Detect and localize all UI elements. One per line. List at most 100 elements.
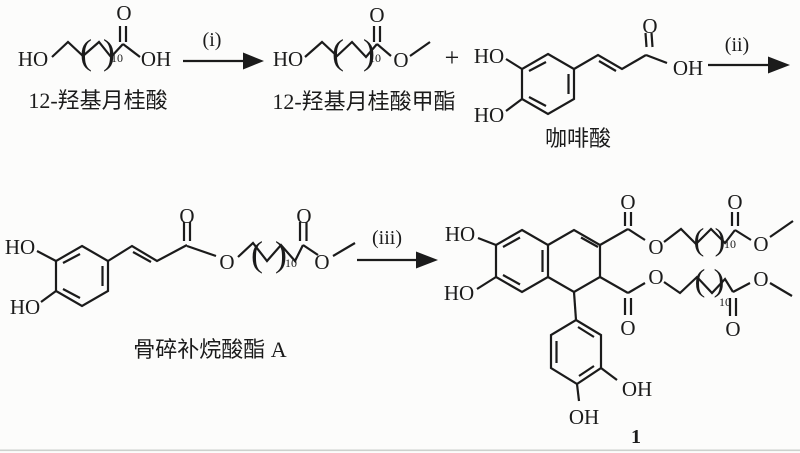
arrow-head bbox=[243, 52, 264, 70]
ester-oxygen-label: O bbox=[648, 265, 663, 289]
lower-carbonyl-double-bond bbox=[623, 298, 633, 315]
ester-oxygen-label: O bbox=[648, 235, 663, 259]
hydroxyl-label: HO bbox=[474, 44, 504, 68]
bond-ho-bottom bbox=[40, 290, 57, 303]
lower-carbonyl2-double-bond bbox=[728, 298, 738, 316]
oxygen-label: O bbox=[642, 14, 657, 38]
arrow-head bbox=[768, 56, 790, 74]
ester-oxygen-label: O bbox=[219, 250, 234, 274]
compound-number: 1 bbox=[631, 426, 641, 448]
repeat-paren-open: ( bbox=[251, 234, 263, 274]
repeat-paren-open: ( bbox=[80, 32, 92, 72]
repeat-paren-close: ) bbox=[714, 262, 725, 298]
bottom-border bbox=[0, 449, 800, 452]
arrow-head bbox=[416, 251, 438, 269]
hydroxyl-label: OH bbox=[141, 47, 171, 71]
compound-drynaria-alkanoate-ester-a: HO HO O O O O ( ) 10 骨碎补烷酸酯 A bbox=[5, 204, 356, 362]
oxygen-label: O bbox=[727, 190, 742, 214]
bond-c-to-ester-o bbox=[186, 244, 217, 258]
benzene-ring bbox=[520, 52, 576, 116]
hydroxyl-label: OH bbox=[622, 377, 652, 401]
alkene-inner-bond bbox=[132, 251, 152, 263]
upper-carbonyl-double-bond bbox=[623, 212, 633, 226]
repeat-paren-close: ) bbox=[103, 32, 115, 72]
compound-name: 12-羟基月桂酸甲酯 bbox=[272, 89, 455, 114]
bond-ho-top bbox=[36, 250, 57, 262]
hydroxyl-label: HO bbox=[273, 47, 303, 71]
bond-lower-c-to-ester-o bbox=[627, 282, 646, 294]
bond-upper-c2-to-ester-o bbox=[734, 229, 752, 241]
repeat-count-subscript: 10 bbox=[719, 295, 731, 309]
oxygen-label: O bbox=[369, 3, 384, 27]
repeat-paren-close: ) bbox=[275, 234, 287, 274]
hydroxyl-label: HO bbox=[474, 103, 504, 127]
hydroxyl-label: OH bbox=[673, 56, 703, 80]
dihydro-ring bbox=[547, 228, 602, 294]
upper-carbonyl2-double-bond bbox=[730, 212, 740, 226]
bond-ring-to-catechol bbox=[572, 291, 578, 321]
catechol-ring bbox=[549, 318, 603, 386]
repeat-paren-open: ( bbox=[695, 262, 706, 298]
reaction-arrow-iii: (iii) bbox=[357, 227, 438, 269]
aromatic-inner-bonds bbox=[502, 236, 544, 286]
bond-ring-to-upper-carbonyl bbox=[599, 228, 629, 246]
bond-ho-bottom bbox=[476, 276, 497, 290]
alkene-inner-bond bbox=[598, 60, 617, 72]
oxygen-label: O bbox=[296, 204, 311, 228]
step-label-i: (i) bbox=[203, 29, 222, 51]
bond-upper-c-to-ester-o bbox=[627, 228, 646, 241]
compound-product-1: HO HO O O O O O O O O ( ) 10 ( ) 10 OH O… bbox=[444, 190, 794, 448]
upper-alkyl-chain bbox=[663, 227, 736, 246]
repeat-paren-close: ) bbox=[363, 32, 375, 72]
hydroxyl-label: HO bbox=[10, 295, 40, 319]
bond-ho-top bbox=[505, 58, 523, 70]
lower-bond-o-methyl bbox=[769, 282, 793, 297]
oxygen-label: O bbox=[725, 317, 740, 341]
bond-lower-c2-to-ester-o bbox=[732, 282, 751, 293]
carbonyl2-double-bond bbox=[298, 222, 308, 241]
carbonyl-double-bond bbox=[644, 32, 654, 48]
carbonyl-double-bond bbox=[118, 26, 128, 42]
plus-operator: + bbox=[445, 43, 460, 72]
oxygen-label: O bbox=[179, 204, 194, 228]
repeat-paren-close: ) bbox=[715, 221, 726, 257]
bond-alkyl-chain bbox=[304, 40, 378, 59]
compound-name: 咖啡酸 bbox=[545, 126, 611, 151]
compound-name: 12-羟基月桂酸 bbox=[28, 88, 167, 113]
oxygen-label: O bbox=[620, 190, 635, 214]
ester-oxygen-label: O bbox=[393, 48, 408, 72]
step-label-ii: (ii) bbox=[725, 34, 749, 56]
hydroxyl-label: HO bbox=[5, 235, 35, 259]
lower-alkyl-chain bbox=[663, 275, 734, 295]
compound-hydroxylauric-acid: HO O OH ( ) 10 12-羟基月桂酸 bbox=[18, 1, 171, 113]
repeat-count-subscript: 10 bbox=[724, 237, 736, 251]
bond-c-to-oh bbox=[645, 53, 668, 65]
bond-alkyl-chain bbox=[51, 40, 124, 59]
vinyl-chain bbox=[573, 53, 647, 71]
reaction-arrow-i: (i) bbox=[183, 29, 264, 70]
carbonyl-double-bond bbox=[182, 222, 192, 241]
catechol-inner-bonds bbox=[555, 326, 595, 377]
aromatic-ring bbox=[494, 228, 550, 294]
bond-ho-top bbox=[477, 236, 497, 247]
ester-oxygen-label: O bbox=[753, 267, 768, 291]
hydroxyl-label: HO bbox=[444, 281, 474, 305]
bond-o-methyl bbox=[332, 242, 356, 257]
bond-c-to-oh bbox=[122, 43, 141, 58]
bond-c2-to-ester-o bbox=[302, 244, 319, 256]
compound-name: 骨碎补烷酸酯 A bbox=[133, 337, 287, 362]
carbonyl-double-bond bbox=[372, 26, 382, 42]
repeat-count-subscript: 10 bbox=[369, 51, 381, 65]
aromatic-inner-bonds bbox=[62, 253, 104, 299]
bond-c-to-ester-o bbox=[376, 43, 392, 57]
alkene-inner-bond bbox=[580, 236, 599, 248]
hydroxyl-label: HO bbox=[18, 47, 48, 71]
bond-catechol-oh-bottom bbox=[575, 383, 581, 402]
hydroxyl-label: HO bbox=[445, 222, 475, 246]
repeat-count-subscript: 10 bbox=[285, 256, 297, 270]
reaction-arrow-ii: (ii) bbox=[708, 34, 790, 74]
vinyl-chain bbox=[107, 244, 188, 263]
oxygen-label: O bbox=[116, 1, 131, 25]
